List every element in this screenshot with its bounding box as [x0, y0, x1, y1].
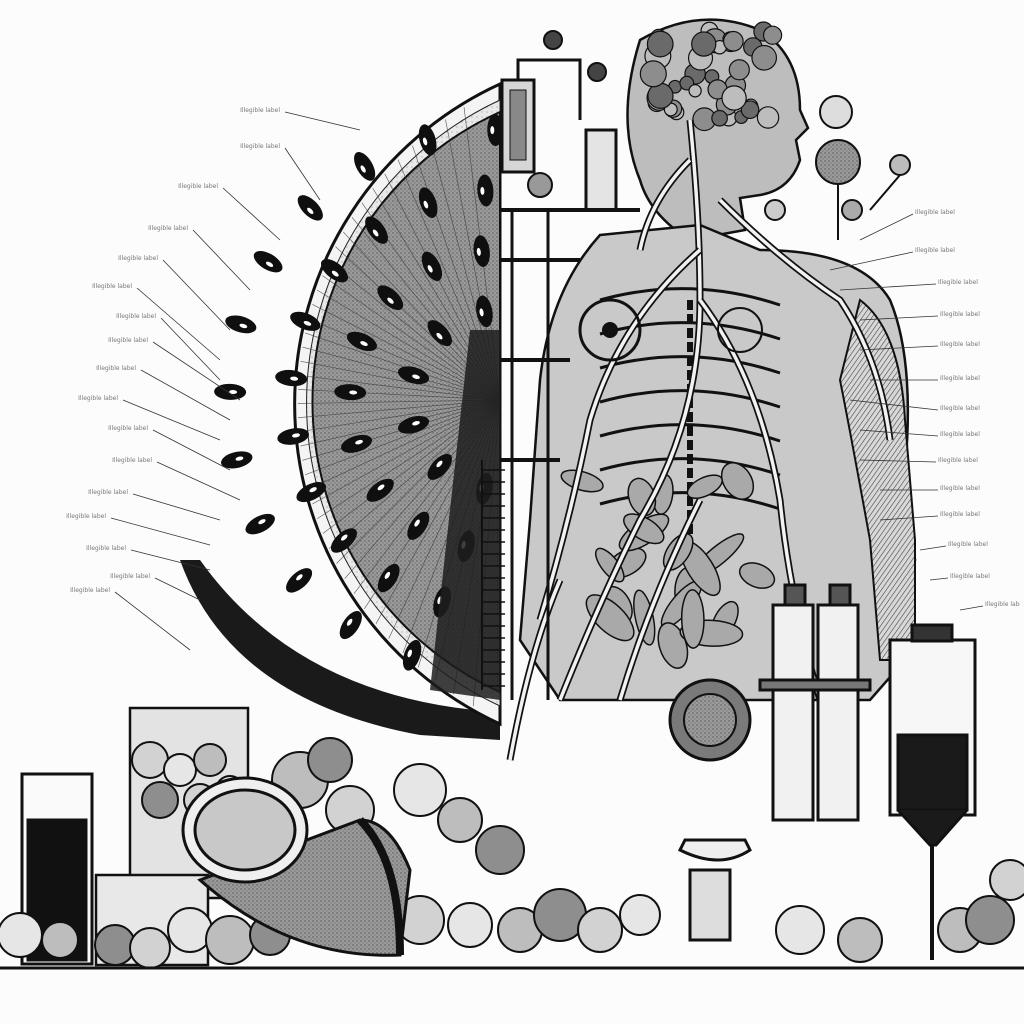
annotation-label-right: Illegible label: [940, 340, 980, 349]
watermelon-seed: [282, 564, 317, 597]
fruit: [776, 906, 824, 954]
fruit: [95, 925, 135, 965]
annotation-label-left: Illegible label: [96, 364, 136, 373]
annotation-label-right: Illegible label: [948, 540, 988, 549]
watermelon-seed: [250, 247, 286, 277]
fruit: [578, 908, 622, 952]
fruit: [448, 903, 492, 947]
annotation-label-right: Illegible label: [950, 572, 990, 581]
annotation-label-left: Illegible label: [148, 224, 188, 233]
annotation-label-left: Illegible label: [66, 512, 106, 521]
fruit: [0, 913, 42, 957]
watermelon-cross-section: [170, 72, 504, 740]
fruit: [308, 738, 352, 782]
annotation-label-left: Illegible label: [118, 254, 158, 263]
fruit: [438, 798, 482, 842]
annotation-label-left: Illegible label: [78, 394, 118, 403]
annotation-label-right: Illegible label: [938, 278, 978, 287]
annotation-label-left: Illegible label: [70, 586, 110, 595]
annotation-label-left: Illegible label: [92, 282, 132, 291]
fruit: [620, 895, 660, 935]
fruit: [142, 782, 178, 818]
annotation-label-left: Illegible label: [108, 336, 148, 345]
annotation-label-left: Illegible label: [88, 488, 128, 497]
annotation-label-right: Illegible label: [940, 374, 980, 383]
annotation-label-right: Illegible label: [938, 456, 978, 465]
annotation-label-right: Illegible label: [940, 404, 980, 413]
annotation-label-right: Illegible label: [915, 246, 955, 255]
annotation-label-right: Illegible label: [940, 510, 980, 519]
fruit: [42, 922, 78, 958]
fruit: [394, 764, 446, 816]
annotation-label-right: Illegible label: [985, 600, 1020, 609]
annotation-label-left: Illegible label: [112, 456, 152, 465]
annotation-label-left: Illegible label: [240, 142, 280, 151]
fruit: [476, 826, 524, 874]
fruit: [164, 754, 196, 786]
watermelon-seed: [293, 191, 327, 225]
citrus-half: [183, 778, 307, 882]
annotation-label-left: Illegible label: [110, 572, 150, 581]
annotation-label-left: Illegible label: [108, 424, 148, 433]
annotation-label-left: Illegible label: [178, 182, 218, 191]
fruit: [194, 744, 226, 776]
fruit: [132, 742, 168, 778]
annotation-label-right: Illegible label: [940, 430, 980, 439]
fruit: [168, 908, 212, 952]
annotation-label-right: Illegible label: [915, 208, 955, 217]
fruit: [206, 916, 254, 964]
fruit: [130, 928, 170, 968]
annotation-label-left: Illegible label: [86, 544, 126, 553]
annotation-label-right: Illegible label: [940, 310, 980, 319]
annotation-label-left: Illegible label: [116, 312, 156, 321]
fruit: [966, 896, 1014, 944]
annotation-label-right: Illegible label: [940, 484, 980, 493]
fruit: [990, 860, 1024, 900]
annotation-label-left: Illegible label: [240, 106, 280, 115]
fruit: [838, 918, 882, 962]
